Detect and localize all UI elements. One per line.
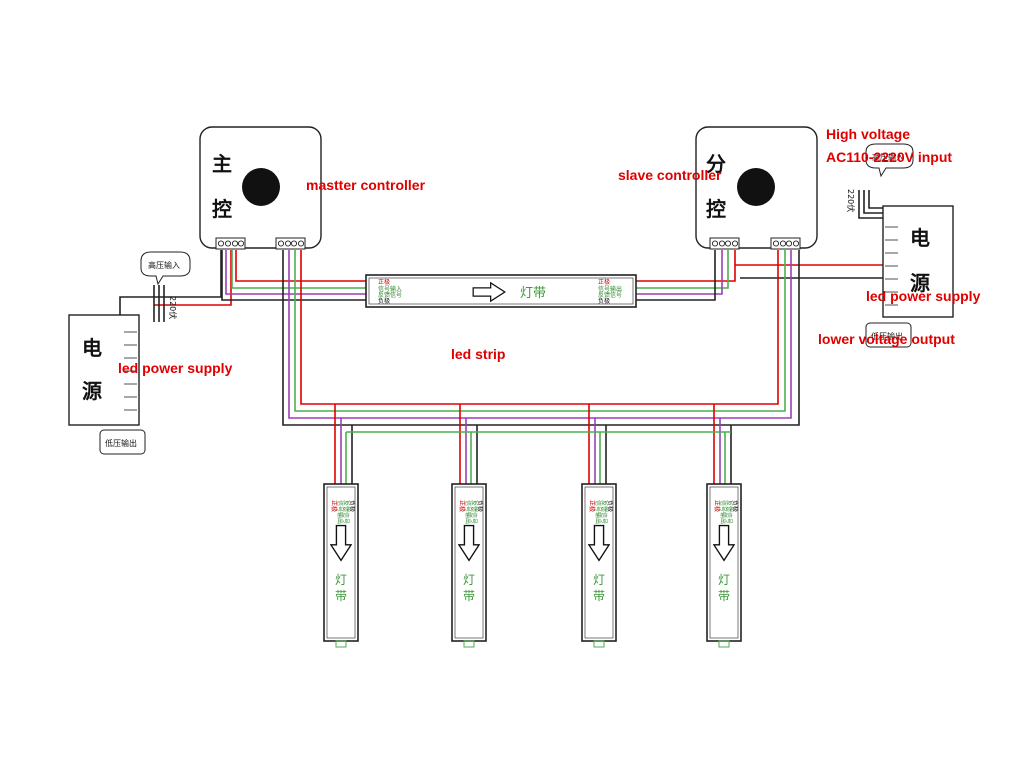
slave-char-1: 分 xyxy=(706,152,726,176)
strip-label: 灯带 xyxy=(520,286,546,301)
annot-high-voltage: High voltage xyxy=(826,126,910,142)
annot-ac-input: AC110-2220V input xyxy=(826,149,952,165)
strip-pin-left-1: 正极 xyxy=(378,278,390,286)
left-psu-input-bubble: 高压输入 xyxy=(148,260,180,270)
strip-pin-left-2: 信号输入 xyxy=(378,285,402,293)
strip-pin-right-3: 反馈信号 xyxy=(598,291,622,299)
strip-char-1: 灯 xyxy=(593,573,605,587)
strip-pin-3: 反馈信号 xyxy=(342,500,350,524)
strip-pin-2: 信号输出 xyxy=(336,500,344,524)
annot-slave-controller: slave controller xyxy=(618,167,722,183)
slave-char-2: 控 xyxy=(706,197,726,221)
right-psu-voltage: 220伏 xyxy=(846,189,856,212)
wire-bundle xyxy=(119,190,883,484)
strip-pin-3: 反馈信号 xyxy=(600,500,608,524)
strip-pin-3: 反馈信号 xyxy=(725,500,733,524)
annotations: mastter controller slave controller led … xyxy=(118,126,981,376)
strip-pin-right-2: 信号输出 xyxy=(598,285,622,293)
left-psu-output: 低压输出 xyxy=(105,438,137,448)
strip-pin-2: 信号输出 xyxy=(464,500,472,524)
strip-pin-1: 正极 xyxy=(330,500,338,512)
horizontal-led-strip: 正极 信号输入 反馈信号 负极 灯带 正极 信号输出 反馈信号 负极 xyxy=(365,274,637,308)
right-psu-input-bubble: 高压输入 xyxy=(872,152,904,162)
strip-pin-left-3: 反馈信号 xyxy=(378,291,402,299)
strip-char-2: 带 xyxy=(463,589,475,603)
annot-right-power-supply: led power supply xyxy=(866,288,981,304)
left-psu-char-1: 电 xyxy=(82,336,102,360)
strip-pin-right-4: 负极 xyxy=(598,297,610,305)
vertical-led-strip-3: 正极 信号输出 反馈信号 负极 灯 带 xyxy=(581,483,617,648)
strip-char-1: 灯 xyxy=(718,573,730,587)
vertical-led-strip-2: 正极 信号输出 反馈信号 负极 灯 带 xyxy=(451,483,487,648)
strip-char-2: 带 xyxy=(718,589,730,603)
right-psu-output: 低压输出 xyxy=(871,331,903,341)
annot-master-controller: mastter controller xyxy=(306,177,426,193)
right-psu-char-1: 电 xyxy=(910,226,930,250)
strip-pin-1: 正极 xyxy=(588,500,596,512)
annot-lower-voltage: lower voltage output xyxy=(818,331,955,347)
annot-led-strip: led strip xyxy=(451,346,505,362)
strip-pin-right-1: 正极 xyxy=(598,278,610,286)
slave-controller: 分 控 xyxy=(695,126,818,250)
strip-char-2: 带 xyxy=(593,589,605,603)
strip-pin-2: 信号输出 xyxy=(594,500,602,524)
strip-pin-2: 信号输出 xyxy=(719,500,727,524)
strip-char-2: 带 xyxy=(335,589,347,603)
strip-pin-left-4: 负极 xyxy=(378,297,390,305)
strip-pin-4: 负极 xyxy=(348,500,356,512)
vertical-led-strip-1: 正极 信号输出 反馈信号 负极 灯 带 xyxy=(323,483,359,648)
right-psu-char-2: 源 xyxy=(910,271,930,295)
vertical-led-strip-4: 正极 信号输出 反馈信号 负极 灯 带 xyxy=(706,483,742,648)
strip-pin-1: 正极 xyxy=(713,500,721,512)
master-char-1: 主 xyxy=(212,152,232,176)
strip-char-1: 灯 xyxy=(463,573,475,587)
right-power-supply: 电 源 高压输入 220伏 低压输出 xyxy=(846,143,954,348)
strip-pin-3: 反馈信号 xyxy=(470,500,478,524)
strip-pin-1: 正极 xyxy=(458,500,466,512)
master-char-2: 控 xyxy=(212,197,232,221)
strip-pin-4: 负极 xyxy=(476,500,484,512)
strip-pin-4: 负极 xyxy=(731,500,739,512)
master-controller: 主 控 xyxy=(199,126,322,250)
strip-pin-4: 负极 xyxy=(606,500,614,512)
left-power-supply: 电 源 高压输入 220伏 低压输出 xyxy=(68,251,191,455)
strip-char-1: 灯 xyxy=(335,573,347,587)
annot-left-power-supply: led power supply xyxy=(118,360,233,376)
left-psu-voltage: 220伏 xyxy=(168,296,178,319)
left-psu-char-2: 源 xyxy=(82,379,102,403)
